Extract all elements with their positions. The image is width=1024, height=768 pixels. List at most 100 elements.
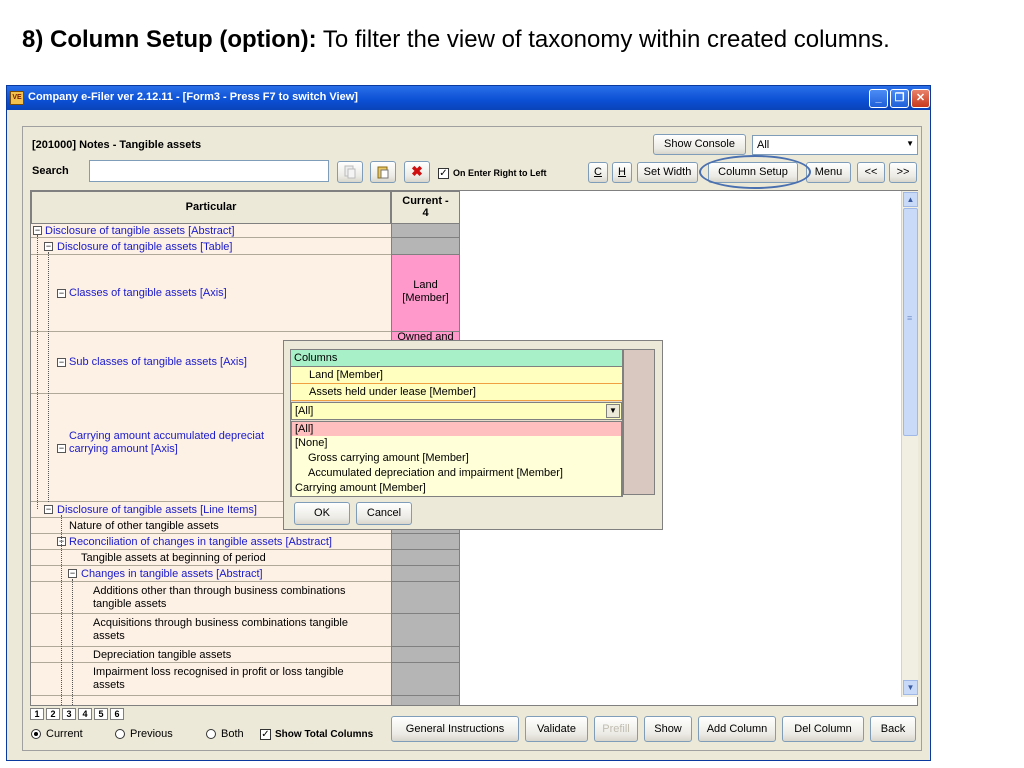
page-tab[interactable]: 4 — [78, 708, 92, 720]
table-row[interactable]: − Disclosure of tangible assets [Abstrac… — [31, 224, 391, 238]
list-item[interactable]: Accumulated depreciation and impairment … — [308, 467, 563, 479]
delete-icon: ✖ — [411, 163, 423, 179]
page-tab[interactable]: 6 — [110, 708, 124, 720]
title-bar[interactable]: VE Company e-Filer ver 2.12.11 - [Form3 … — [7, 86, 930, 110]
row-cell[interactable] — [391, 566, 460, 582]
member-filter-value: [All] — [295, 405, 314, 417]
radio-current-label: Current — [46, 728, 83, 740]
ok-button[interactable]: OK — [294, 502, 350, 525]
row-cell[interactable] — [391, 663, 460, 696]
chevron-down-icon[interactable]: ▼ — [606, 404, 620, 418]
row-label: Tangible assets at beginning of period — [81, 552, 266, 564]
table-row[interactable]: Impairment loss recognised in profit or … — [31, 663, 391, 696]
minimize-button[interactable]: _ — [869, 89, 888, 108]
row-cell-land-member[interactable]: Land [Member] — [391, 255, 460, 332]
row-label: Depreciation tangible assets — [93, 649, 232, 661]
collapse-icon[interactable]: − — [44, 504, 53, 514]
page-tab[interactable]: 2 — [46, 708, 60, 720]
collapse-icon[interactable]: − — [44, 241, 53, 251]
table-row[interactable]: − Disclosure of tangible assets [Table] — [31, 238, 391, 255]
paste-icon — [377, 166, 389, 179]
radio-previous[interactable] — [115, 729, 125, 739]
collapse-icon[interactable]: − — [68, 568, 77, 578]
cancel-button[interactable]: Cancel — [356, 502, 412, 525]
col-header-current: Current - 4 — [391, 191, 460, 224]
list-item[interactable]: [None] — [295, 437, 328, 449]
radio-both[interactable] — [206, 729, 216, 739]
table-row[interactable]: − Changes in tangible assets [Abstract] — [31, 566, 391, 582]
radio-current[interactable] — [31, 729, 41, 739]
row-label: Additions other than through business co… — [93, 585, 346, 610]
copy-disabled-button[interactable] — [337, 161, 363, 183]
row-cell[interactable] — [391, 614, 460, 647]
back-button[interactable]: Back — [870, 716, 916, 742]
set-width-button[interactable]: Set Width — [637, 162, 698, 183]
scroll-up-icon[interactable]: ▲ — [903, 192, 918, 207]
row-cell[interactable] — [391, 647, 460, 663]
c-button[interactable]: C — [588, 162, 608, 183]
scroll-down-icon[interactable]: ▼ — [903, 680, 918, 695]
table-row[interactable]: Acquisitions through business combinatio… — [31, 614, 391, 647]
window-title: Company e-Filer ver 2.12.11 - [Form3 - P… — [28, 91, 358, 103]
paste-button[interactable] — [370, 161, 396, 183]
vertical-scrollbar[interactable]: ▲ ≡ ▼ — [901, 191, 918, 697]
list-item-all[interactable]: [All] — [292, 422, 621, 436]
row-cell[interactable] — [391, 534, 460, 550]
collapse-icon[interactable]: − — [33, 225, 42, 235]
row-cell[interactable] — [391, 696, 460, 705]
on-enter-checkbox[interactable]: ✓ — [438, 168, 449, 179]
copy-disabled-icon — [344, 165, 356, 179]
row-cell[interactable] — [391, 550, 460, 566]
row-cell[interactable] — [391, 238, 460, 255]
general-instructions-button[interactable]: General Instructions — [391, 716, 519, 742]
columns-header: Columns — [291, 350, 622, 367]
search-input[interactable] — [89, 160, 329, 182]
page-tab[interactable]: 5 — [94, 708, 108, 720]
collapse-icon[interactable]: − — [57, 288, 66, 298]
prev-button[interactable]: << — [857, 162, 885, 183]
column-item[interactable]: Assets held under lease [Member] — [291, 384, 622, 401]
page-tab[interactable]: 1 — [30, 708, 44, 720]
show-total-columns-checkbox[interactable]: ✓ — [260, 729, 271, 740]
tree-guide — [37, 235, 38, 509]
table-row[interactable]: − Reconciliation of changes in tangible … — [31, 534, 391, 550]
prefill-button[interactable]: Prefill — [594, 716, 638, 742]
collapse-icon[interactable]: − — [57, 443, 66, 453]
next-button[interactable]: >> — [889, 162, 917, 183]
h-button[interactable]: H — [612, 162, 632, 183]
close-button[interactable]: ✕ — [911, 89, 930, 108]
scroll-thumb[interactable]: ≡ — [903, 208, 918, 436]
show-console-button[interactable]: Show Console — [653, 134, 746, 155]
list-item[interactable]: Gross carrying amount [Member] — [308, 452, 469, 464]
table-row-partial[interactable] — [31, 696, 391, 705]
form-title: [201000] Notes - Tangible assets — [32, 139, 202, 151]
collapse-icon[interactable]: − — [57, 357, 66, 367]
page-tab[interactable]: 3 — [62, 708, 76, 720]
row-cell[interactable] — [391, 582, 460, 614]
list-item[interactable]: Carrying amount [Member] — [295, 482, 426, 494]
member-filter-list[interactable]: [All] [None] Gross carrying amount [Memb… — [291, 421, 622, 497]
maximize-button[interactable]: ❐ — [890, 89, 909, 108]
table-row[interactable]: Tangible assets at beginning of period — [31, 550, 391, 566]
on-enter-label: On Enter Right to Left — [453, 168, 547, 178]
add-column-button[interactable]: Add Column — [698, 716, 776, 742]
table-row[interactable]: − Classes of tangible assets [Axis] — [31, 255, 391, 332]
show-button[interactable]: Show — [644, 716, 692, 742]
column-item[interactable]: Land [Member] — [291, 367, 622, 384]
delete-button[interactable]: ✖ — [404, 161, 430, 183]
slide-title-bold: 8) Column Setup (option): — [22, 26, 317, 53]
radio-previous-label: Previous — [130, 728, 173, 740]
tree-guide — [61, 515, 62, 705]
menu-button[interactable]: Menu — [806, 162, 851, 183]
c-button-label: C — [594, 166, 602, 178]
row-label: Changes in tangible assets [Abstract] — [81, 568, 263, 580]
app-icon: VE — [10, 91, 24, 105]
table-row[interactable]: Depreciation tangible assets — [31, 647, 391, 663]
view-filter-select[interactable]: All ▼ — [752, 135, 918, 155]
validate-button[interactable]: Validate — [525, 716, 588, 742]
del-column-button[interactable]: Del Column — [782, 716, 864, 742]
member-filter-combo[interactable]: [All] ▼ — [291, 402, 622, 420]
row-cell[interactable] — [391, 224, 460, 238]
table-row[interactable]: Additions other than through business co… — [31, 582, 391, 614]
row-label: Acquisitions through business combinatio… — [93, 617, 348, 642]
